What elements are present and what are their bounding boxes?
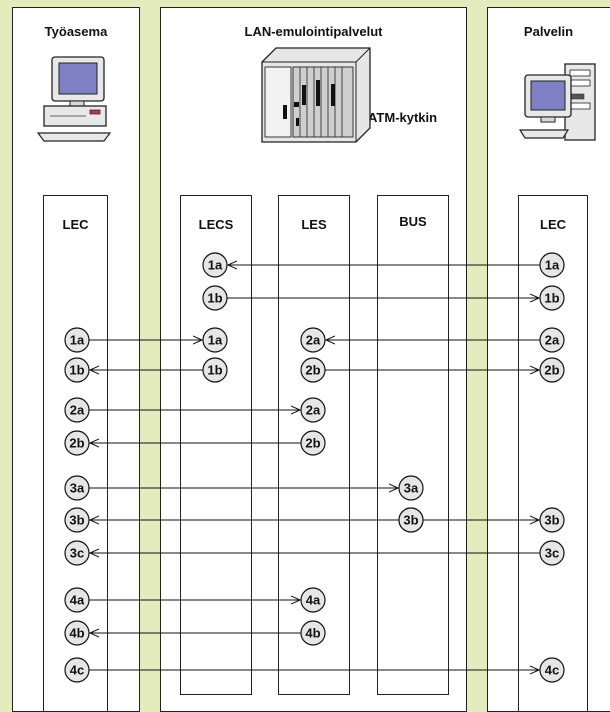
step-node-lec-left: 2a bbox=[65, 398, 89, 422]
step-node-lec-left-label: 4b bbox=[69, 626, 84, 641]
step-node-lec-right: 1a bbox=[540, 253, 564, 277]
step-node-lecs: 1a bbox=[203, 253, 227, 277]
step-node-lec-right-label: 2a bbox=[545, 333, 560, 348]
atm-switch-icon bbox=[262, 48, 370, 142]
step-node-lec-left: 4a bbox=[65, 588, 89, 612]
step-node-les: 2a bbox=[301, 328, 325, 352]
step-node-les: 4b bbox=[301, 621, 325, 645]
step-node-lec-left-label: 1b bbox=[69, 363, 84, 378]
step-node-lec-left: 4c bbox=[65, 658, 89, 682]
step-node-lec-right-label: 1a bbox=[545, 258, 560, 273]
step-node-lec-right: 2b bbox=[540, 358, 564, 382]
step-node-les-label: 2a bbox=[306, 403, 321, 418]
step-node-lec-left-label: 3b bbox=[69, 513, 84, 528]
step-node-les-label: 2a bbox=[306, 333, 321, 348]
step-node-lec-left: 1a bbox=[65, 328, 89, 352]
step-node-lec-left-label: 4c bbox=[70, 663, 84, 678]
workstation-computer-icon bbox=[38, 57, 110, 141]
step-node-les: 2b bbox=[301, 358, 325, 382]
step-node-bus-label: 3a bbox=[404, 481, 419, 496]
step-node-lec-right-label: 4c bbox=[545, 663, 559, 678]
step-node-les-label: 4a bbox=[306, 593, 321, 608]
step-node-lecs-label: 1b bbox=[207, 291, 222, 306]
step-node-lec-right-label: 1b bbox=[544, 291, 559, 306]
step-node-les-label: 4b bbox=[305, 626, 320, 641]
step-node-bus: 3b bbox=[399, 508, 423, 532]
server-computer-icon bbox=[520, 64, 595, 140]
step-node-lecs-label: 1a bbox=[208, 258, 223, 273]
step-node-lec-right: 4c bbox=[540, 658, 564, 682]
step-node-lecs: 1b bbox=[203, 286, 227, 310]
step-node-bus-label: 3b bbox=[403, 513, 418, 528]
step-node-lec-left-label: 4a bbox=[70, 593, 85, 608]
step-node-lec-right-label: 3b bbox=[544, 513, 559, 528]
step-node-lec-right: 3c bbox=[540, 541, 564, 565]
step-node-lec-left: 2b bbox=[65, 431, 89, 455]
step-node-lec-left-label: 2a bbox=[70, 403, 85, 418]
step-node-lecs-label: 1b bbox=[207, 363, 222, 378]
step-node-lec-left-label: 1a bbox=[70, 333, 85, 348]
step-node-lec-left-label: 2b bbox=[69, 436, 84, 451]
step-node-lec-left: 1b bbox=[65, 358, 89, 382]
step-node-lec-left: 4b bbox=[65, 621, 89, 645]
step-node-lecs: 1a bbox=[203, 328, 227, 352]
step-node-bus: 3a bbox=[399, 476, 423, 500]
step-node-les-label: 2b bbox=[305, 363, 320, 378]
nodes-layer: 1a 1a 1b 1b 1a 1a 2a 2a 1b 1b 2b 2b 2a 2a 2b 2b 3a 3a 3b 3b… bbox=[65, 253, 564, 682]
step-node-lec-left: 3c bbox=[65, 541, 89, 565]
step-node-lec-right: 1b bbox=[540, 286, 564, 310]
step-node-lec-left-label: 3c bbox=[70, 546, 84, 561]
step-node-lec-left: 3a bbox=[65, 476, 89, 500]
step-node-les-label: 2b bbox=[305, 436, 320, 451]
step-node-lec-right: 3b bbox=[540, 508, 564, 532]
step-node-lec-right: 2a bbox=[540, 328, 564, 352]
step-node-les: 2a bbox=[301, 398, 325, 422]
step-node-lec-right-label: 3c bbox=[545, 546, 559, 561]
step-node-lec-right-label: 2b bbox=[544, 363, 559, 378]
step-node-les: 2b bbox=[301, 431, 325, 455]
step-node-lec-left: 3b bbox=[65, 508, 89, 532]
step-node-lecs: 1b bbox=[203, 358, 227, 382]
step-node-lecs-label: 1a bbox=[208, 333, 223, 348]
step-node-lec-left-label: 3a bbox=[70, 481, 85, 496]
step-node-les: 4a bbox=[301, 588, 325, 612]
